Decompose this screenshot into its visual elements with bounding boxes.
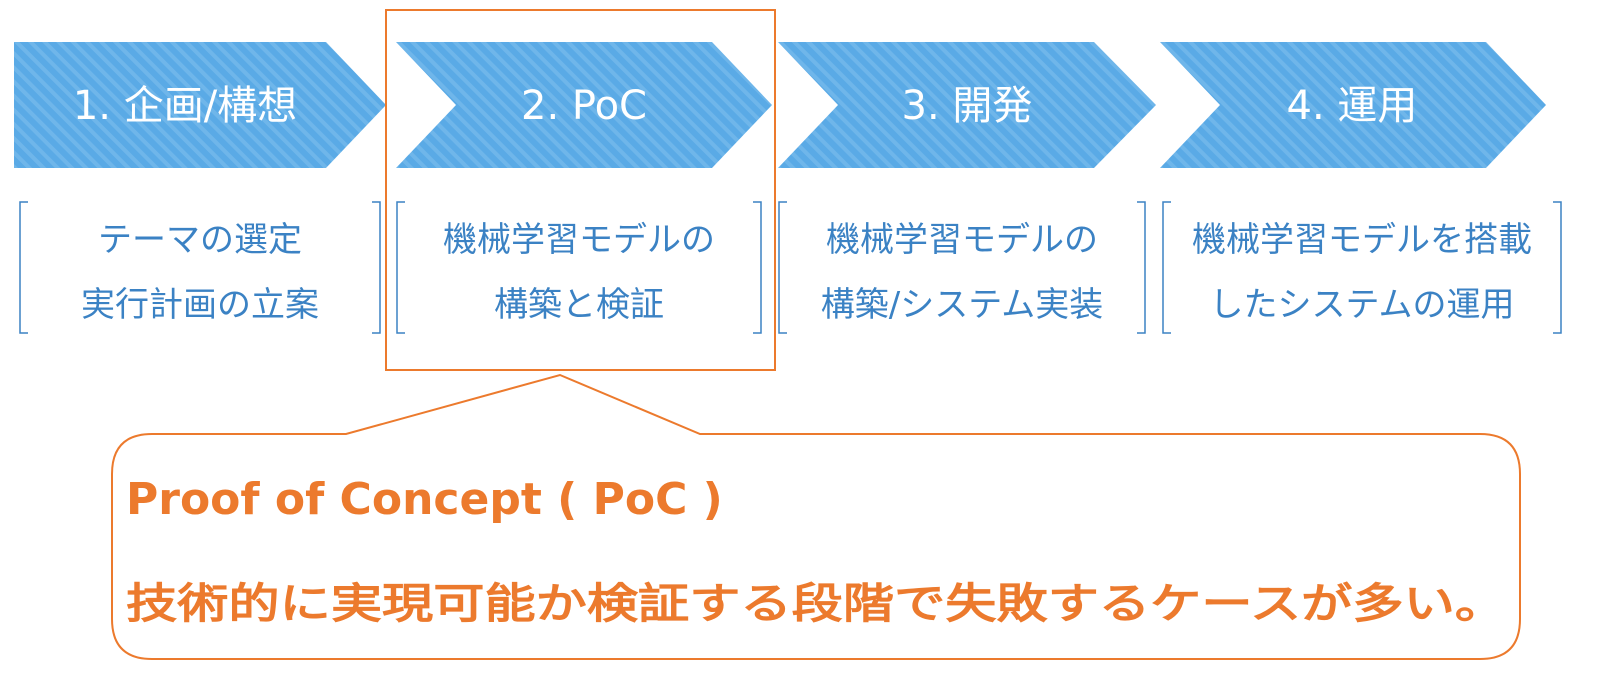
highlight-box bbox=[385, 9, 776, 371]
stage-2-label: 2. PoC bbox=[521, 83, 647, 129]
stage-1-right-bracket bbox=[372, 201, 381, 334]
stage-3-left-bracket bbox=[778, 201, 787, 334]
stage-4-label: 4. 運用 bbox=[1287, 83, 1418, 129]
stage-2-right-bracket bbox=[753, 201, 762, 334]
stage-4-left-bracket bbox=[1162, 201, 1171, 334]
stage-3-arrow bbox=[778, 42, 1156, 168]
stage-4-description-line-2: したシステムの運用 bbox=[1210, 285, 1515, 325]
stage-1-arrow bbox=[14, 42, 386, 168]
stage-2: 2. PoC 機械学習モデルの 構築と検証 bbox=[396, 42, 772, 334]
stage-3-description-line-1: 機械学習モデルの bbox=[826, 220, 1098, 260]
stage-3-description-line-2: 構築/システム実装 bbox=[821, 285, 1103, 325]
stage-4-arrow bbox=[1160, 42, 1546, 168]
stage-3-label: 3. 開発 bbox=[902, 83, 1033, 129]
stage-4-right-bracket bbox=[1553, 201, 1562, 334]
stage-2-arrow bbox=[396, 42, 772, 168]
stage-1-left-bracket bbox=[19, 201, 28, 334]
callout-bubble bbox=[111, 373, 1521, 660]
callout-body: 技術的に実現可能か検証する段階で失敗するケースが多い。 bbox=[126, 579, 1506, 628]
stage-1-label: 1. 企画/構想 bbox=[73, 83, 297, 129]
callout-title: Proof of Concept ( PoC ) bbox=[126, 474, 723, 525]
stage-1-description-line-2: 実行計画の立案 bbox=[81, 285, 319, 325]
stage-3-right-bracket bbox=[1137, 201, 1146, 334]
stage-3: 3. 開発 機械学習モデルの 構築/システム実装 bbox=[778, 42, 1156, 334]
stage-2-description-line-2: 構築と検証 bbox=[494, 285, 664, 325]
stage-4: 4. 運用 機械学習モデルを搭載 したシステムの運用 bbox=[1160, 42, 1562, 334]
stage-1-description-line-1: テーマの選定 bbox=[98, 220, 302, 260]
stage-1: 1. 企画/構想 テーマの選定 実行計画の立案 bbox=[14, 42, 386, 334]
stage-2-description-line-1: 機械学習モデルの bbox=[443, 220, 715, 260]
stage-4-description-line-1: 機械学習モデルを搭載 bbox=[1192, 220, 1532, 260]
stage-2-left-bracket bbox=[396, 201, 405, 334]
